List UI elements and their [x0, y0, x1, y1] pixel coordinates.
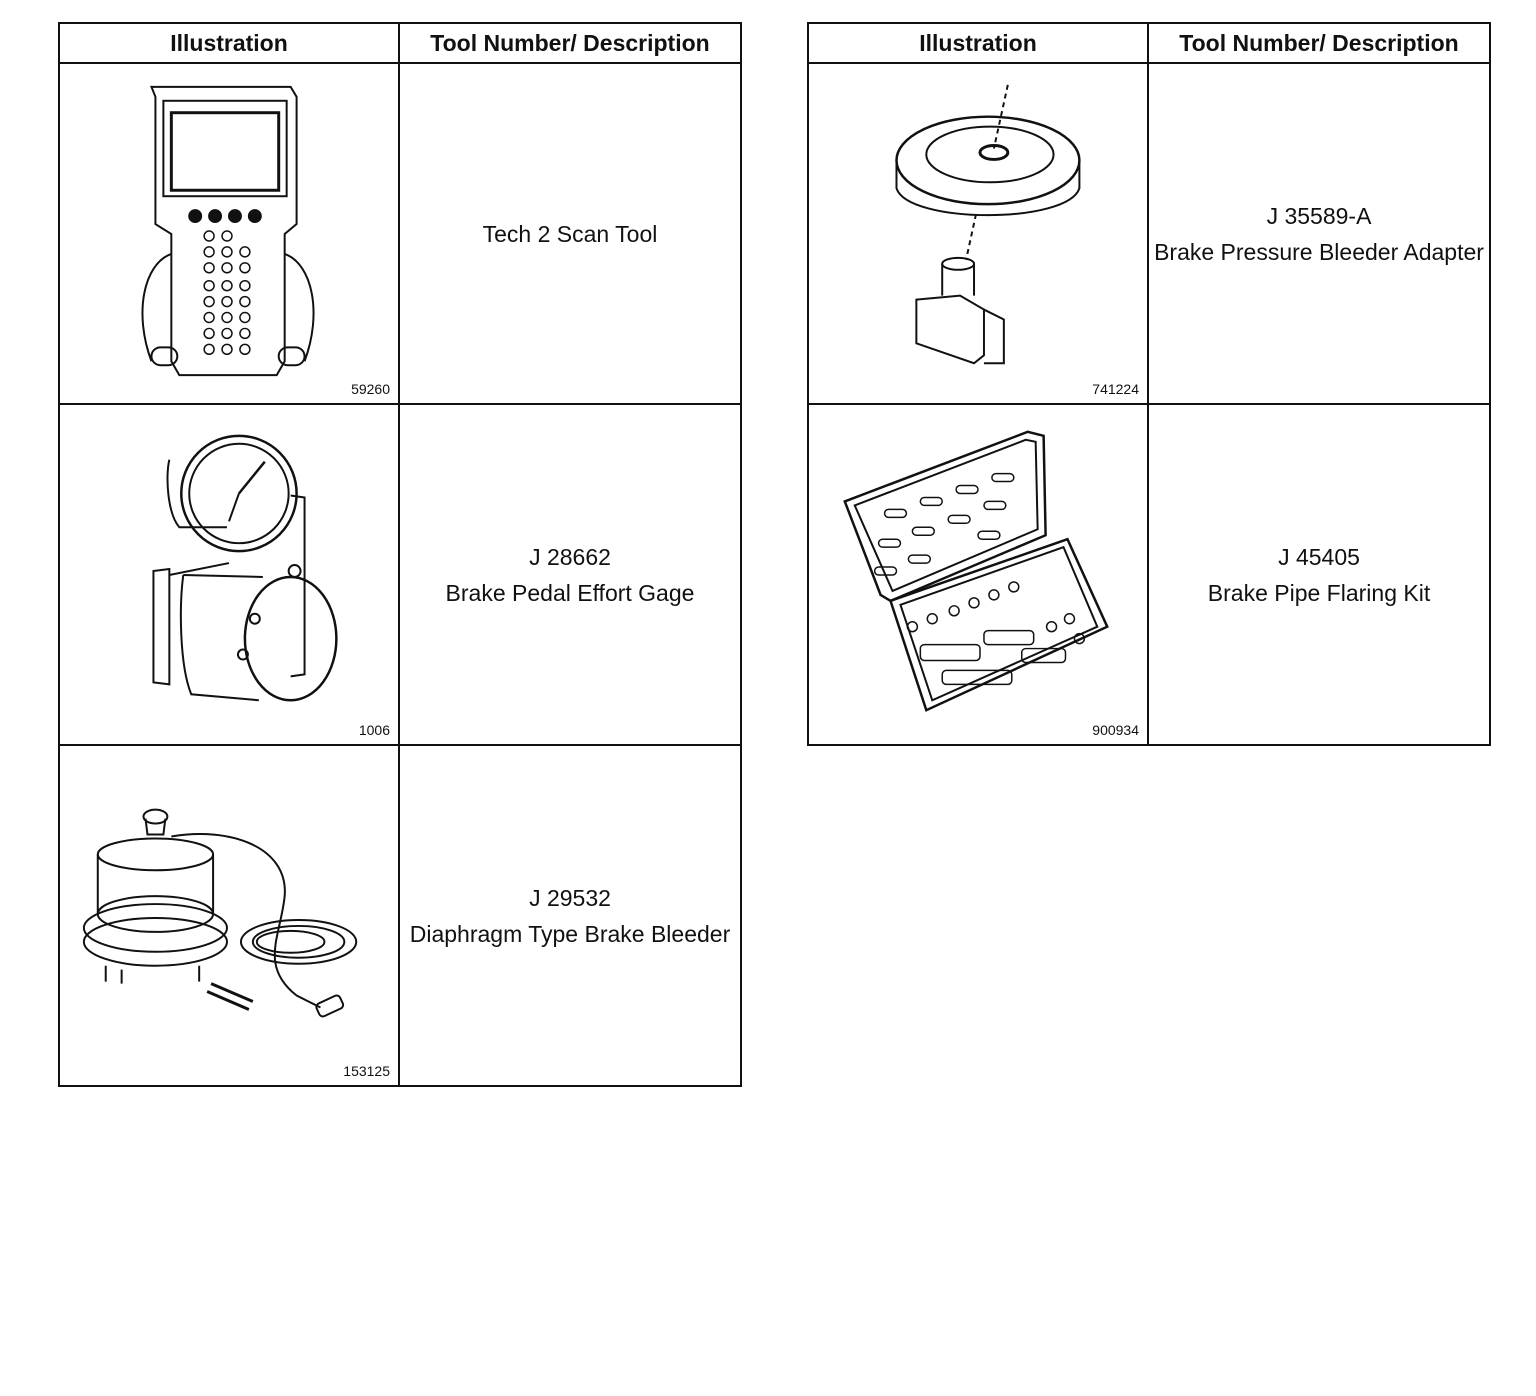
illustration-cell: 741224	[807, 62, 1149, 405]
illustration-header: Illustration	[58, 22, 400, 64]
tool-description: Brake Pipe Flaring Kit	[1207, 579, 1431, 606]
figure-number: 153125	[343, 1063, 390, 1079]
tool-number: J 29532	[529, 884, 611, 911]
figure-number: 59260	[351, 381, 390, 397]
tool-description: Tech 2 Scan Tool	[482, 220, 658, 247]
table-row: 1006 J 28662 Brake Pedal Effort Gage	[58, 403, 742, 746]
illustration-header: Illustration	[807, 22, 1149, 64]
bleeder-adapter-illustration	[895, 84, 1081, 365]
description-cell: J 28662 Brake Pedal Effort Gage	[398, 403, 742, 746]
right-tools-table: Illustration Tool Number/ Description 74…	[807, 22, 1491, 746]
tool-description: Diaphragm Type Brake Bleeder	[409, 920, 731, 947]
description-header: Tool Number/ Description	[398, 22, 742, 64]
scan-tool-illustration	[141, 85, 315, 377]
table-row: 153125 J 29532 Diaphragm Type Brake Blee…	[58, 744, 742, 1087]
tool-number: J 35589-A	[1266, 202, 1372, 229]
tool-description: Brake Pedal Effort Gage	[445, 579, 695, 606]
illustration-cell: 153125	[58, 744, 400, 1087]
header-row: Illustration Tool Number/ Description	[58, 22, 742, 64]
description-cell: J 45405 Brake Pipe Flaring Kit	[1147, 403, 1491, 746]
tool-number: J 45405	[1278, 543, 1360, 570]
table-row: 59260 Tech 2 Scan Tool	[58, 62, 742, 405]
table-row: 741224 J 35589-A Brake Pressure Bleeder …	[807, 62, 1491, 405]
description-header: Tool Number/ Description	[1147, 22, 1491, 64]
brake-bleeder-illustration	[82, 808, 358, 1018]
illustration-cell: 1006	[58, 403, 400, 746]
description-cell: Tech 2 Scan Tool	[398, 62, 742, 405]
figure-number: 741224	[1092, 381, 1139, 397]
pedal-gage-illustration	[152, 434, 338, 702]
illustration-cell: 59260	[58, 62, 400, 405]
description-cell: J 35589-A Brake Pressure Bleeder Adapter	[1147, 62, 1491, 405]
figure-number: 900934	[1092, 722, 1139, 738]
header-row: Illustration Tool Number/ Description	[807, 22, 1491, 64]
left-tools-table: Illustration Tool Number/ Description	[58, 22, 742, 1087]
flaring-kit-illustration	[843, 430, 1109, 712]
illustration-cell: 900934	[807, 403, 1149, 746]
description-cell: J 29532 Diaphragm Type Brake Bleeder	[398, 744, 742, 1087]
tool-description: Brake Pressure Bleeder Adapter	[1154, 238, 1484, 265]
table-row: 900934 J 45405 Brake Pipe Flaring Kit	[807, 403, 1491, 746]
figure-number: 1006	[358, 722, 390, 738]
tool-number: J 28662	[529, 543, 611, 570]
